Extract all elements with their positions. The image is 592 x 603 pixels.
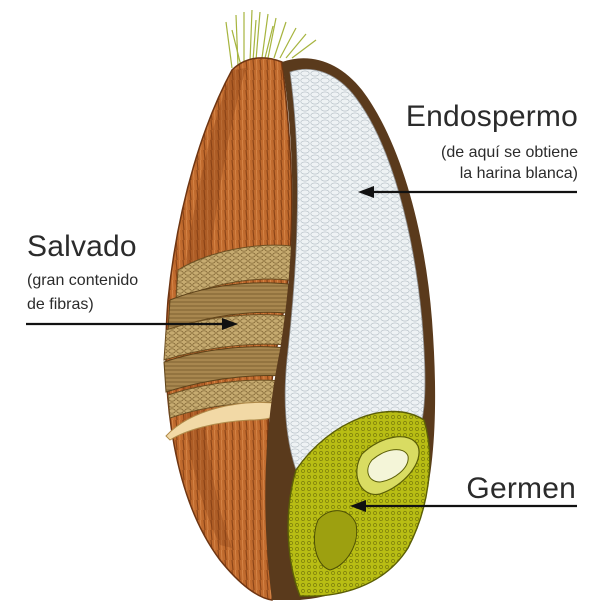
- endosperm-note-line1: (de aquí se obtiene: [441, 144, 578, 161]
- bran-arrowhead: [222, 318, 238, 330]
- bran-note-line1: (gran contenido: [27, 272, 139, 289]
- bran-title: Salvado: [27, 230, 137, 263]
- leader-lines: [26, 186, 577, 512]
- endosperm-arrowhead: [358, 186, 374, 198]
- germ-arrowhead: [350, 500, 366, 512]
- endosperm-title: Endospermo: [405, 100, 578, 133]
- germ-title: Germen: [466, 472, 576, 505]
- endosperm: [284, 68, 426, 471]
- endosperm-note-line2: la harina blanca): [459, 165, 578, 182]
- beard-hairs: [225, 9, 317, 69]
- bran-note-line2: de fibras): [27, 296, 94, 313]
